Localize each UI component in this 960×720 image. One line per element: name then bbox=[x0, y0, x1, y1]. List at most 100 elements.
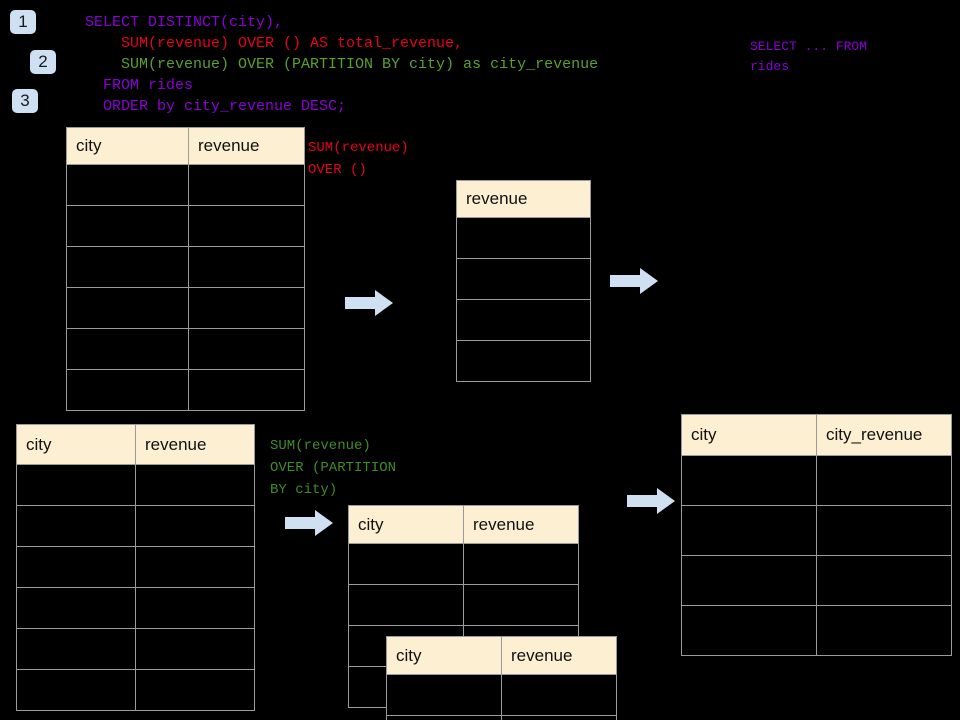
column-header-revenue: revenue bbox=[501, 636, 617, 675]
sql-line-1: SELECT DISTINCT(city), bbox=[85, 14, 284, 31]
table-row bbox=[66, 287, 305, 329]
table-cell bbox=[66, 205, 189, 247]
column-header-city: city bbox=[681, 414, 817, 456]
table-row bbox=[66, 369, 305, 411]
table-cell bbox=[463, 584, 579, 626]
table-row bbox=[348, 584, 579, 626]
table-cell bbox=[188, 205, 305, 247]
flow-arrow-icon bbox=[285, 510, 333, 536]
arrow-right-icon bbox=[345, 290, 393, 316]
table-cell bbox=[135, 505, 255, 547]
table-cell bbox=[66, 369, 189, 411]
table-row bbox=[66, 328, 305, 370]
column-header-city: city bbox=[16, 424, 136, 465]
annotation-select-from-rides: SELECT ... FROM rides bbox=[750, 39, 868, 74]
column-header-revenue: revenue bbox=[456, 180, 591, 218]
table-cell bbox=[681, 605, 817, 656]
table-cell bbox=[816, 605, 952, 656]
table-row bbox=[16, 464, 255, 506]
table-cell bbox=[816, 505, 952, 556]
table-cell bbox=[456, 217, 591, 259]
sql-line-4: FROM rides bbox=[85, 77, 194, 94]
column-header-city_revenue: city_revenue bbox=[816, 414, 952, 456]
table-cell bbox=[386, 715, 502, 720]
table-row bbox=[66, 164, 305, 206]
sql-line-5: ORDER by city_revenue DESC; bbox=[85, 98, 347, 115]
table-cell bbox=[188, 287, 305, 329]
flow-arrow-icon bbox=[610, 268, 658, 294]
table-total-revenue: revenue bbox=[456, 180, 591, 382]
step-badge-1: 1 bbox=[10, 10, 36, 34]
flow-arrow-icon bbox=[627, 488, 675, 514]
table-cell bbox=[188, 328, 305, 370]
table-cell bbox=[66, 287, 189, 329]
table-cell bbox=[501, 715, 617, 720]
table-row bbox=[456, 258, 591, 300]
table-row bbox=[16, 628, 255, 670]
sql-line-2: SUM(revenue) OVER () AS total_revenue, bbox=[85, 35, 464, 52]
table-cell bbox=[501, 674, 617, 716]
step-badge-3: 3 bbox=[12, 89, 38, 113]
table-cell bbox=[456, 340, 591, 382]
table-cell bbox=[348, 584, 464, 626]
table-row bbox=[681, 455, 952, 506]
table-cell bbox=[456, 258, 591, 300]
table-row bbox=[681, 555, 952, 606]
table-cell bbox=[816, 555, 952, 606]
table-cell bbox=[16, 628, 136, 670]
table-header-row: revenue bbox=[456, 180, 591, 218]
table-row bbox=[456, 299, 591, 341]
table-cell bbox=[386, 674, 502, 716]
column-header-revenue: revenue bbox=[135, 424, 255, 465]
arrow-right-icon bbox=[285, 510, 333, 536]
table-row bbox=[66, 246, 305, 288]
annotation-sum-over-partition: SUM(revenue) OVER (PARTITION BY city) bbox=[270, 438, 397, 498]
table-row bbox=[16, 546, 255, 588]
step-badge-2: 2 bbox=[30, 50, 56, 74]
table-cell bbox=[16, 464, 136, 506]
table-cell bbox=[681, 505, 817, 556]
table-cell bbox=[135, 669, 255, 711]
table-row bbox=[348, 543, 579, 585]
column-header-city: city bbox=[386, 636, 502, 675]
table-cell bbox=[188, 164, 305, 206]
column-header-city: city bbox=[348, 505, 464, 544]
sql-line-3: SUM(revenue) OVER (PARTITION BY city) as… bbox=[85, 56, 599, 73]
annotation-sum-over-empty: SUM(revenue) OVER () bbox=[308, 140, 409, 178]
column-header-revenue: revenue bbox=[463, 505, 579, 544]
table-row bbox=[386, 715, 617, 720]
table-cell bbox=[463, 543, 579, 585]
table-row bbox=[681, 505, 952, 556]
table-row bbox=[16, 669, 255, 711]
table-row bbox=[681, 605, 952, 656]
table-cell bbox=[16, 546, 136, 588]
table-row bbox=[66, 205, 305, 247]
table-cell bbox=[16, 669, 136, 711]
table-cell bbox=[681, 455, 817, 506]
column-header-city: city bbox=[66, 127, 189, 165]
table-cell bbox=[135, 628, 255, 670]
table-cell bbox=[188, 246, 305, 288]
table-cell bbox=[135, 464, 255, 506]
table-row bbox=[456, 340, 591, 382]
table-row bbox=[456, 217, 591, 259]
table-cell bbox=[135, 587, 255, 629]
table-cell bbox=[348, 543, 464, 585]
column-header-revenue: revenue bbox=[188, 127, 305, 165]
arrow-right-icon bbox=[627, 488, 675, 514]
table-cell bbox=[16, 505, 136, 547]
table-row bbox=[386, 674, 617, 716]
table-row bbox=[16, 505, 255, 547]
table-cell bbox=[66, 328, 189, 370]
table-cell bbox=[135, 546, 255, 588]
